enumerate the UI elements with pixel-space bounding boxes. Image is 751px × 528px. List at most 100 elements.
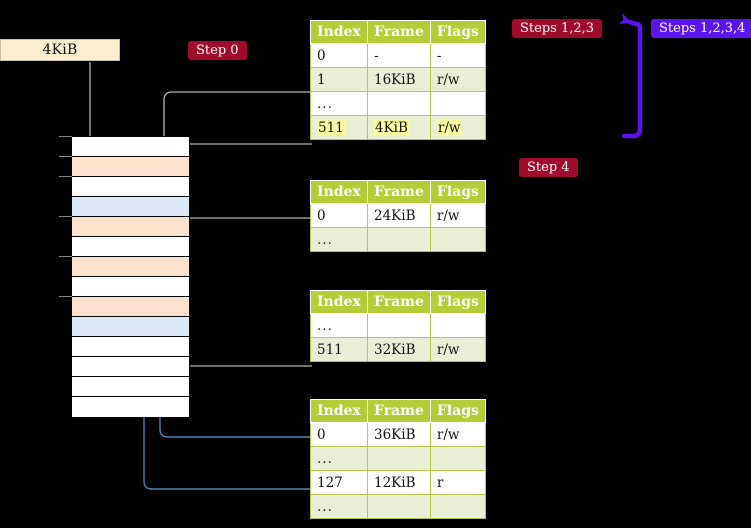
column-header-frame: Frame (367, 20, 431, 44)
memory-tick (59, 256, 72, 257)
column-header-frame: Frame (367, 290, 431, 314)
memory-frame-row (72, 377, 189, 397)
memory-frame-row (72, 337, 189, 357)
cell-flags: r/w (429, 115, 486, 140)
wire-table1-row0 (179, 217, 312, 350)
column-header-index: Index (310, 290, 368, 314)
cell-frame: - (367, 43, 431, 68)
memory-tick (59, 176, 72, 177)
memory-frame-row (72, 277, 189, 297)
table-header-row: Index Frame Flags (310, 290, 486, 314)
memory-frame-row (72, 317, 189, 337)
column-header-index: Index (310, 20, 368, 44)
cell-flags (429, 494, 486, 519)
column-header-index: Index (310, 180, 368, 204)
cell-index: ... (310, 227, 368, 252)
cell-flags: r (429, 470, 486, 495)
table-row: ... (310, 91, 486, 116)
highlighted-value: r/w (436, 119, 462, 136)
cell-index: 511 (310, 337, 368, 362)
cell-index: 1 (310, 67, 368, 92)
size-label-4kib: 4KiB (0, 39, 120, 61)
cell-flags: r/w (429, 67, 486, 92)
badge-step-0: Step 0 (188, 41, 247, 60)
cell-frame (367, 494, 431, 519)
highlighted-value: 4KiB (374, 119, 409, 136)
badge-steps-1-2-3-4: Steps 1,2,3,4 (651, 19, 751, 38)
table-row: ... (310, 227, 486, 252)
cell-flags: r/w (429, 422, 486, 447)
cell-frame (367, 227, 431, 252)
table-header-row: Index Frame Flags (310, 20, 486, 44)
wire-table0-row511 (175, 143, 312, 160)
table-row: 0-- (310, 43, 486, 68)
table-header-row: Index Frame Flags (310, 399, 486, 423)
cell-frame: 12KiB (367, 470, 431, 495)
physical-memory-column (71, 136, 190, 417)
memory-frame-row (72, 197, 189, 217)
wire-table2-row511 (179, 316, 312, 367)
badge-step-4: Step 4 (519, 158, 578, 177)
cell-frame: 4KiB (367, 115, 431, 140)
memory-frame-row (72, 177, 189, 197)
cell-frame: 32KiB (367, 337, 431, 362)
cell-frame (367, 313, 431, 338)
cell-frame (367, 91, 431, 116)
memory-frame-row (72, 397, 189, 417)
column-header-index: Index (310, 399, 368, 423)
cell-flags (429, 227, 486, 252)
cell-flags: - (429, 43, 486, 68)
cell-flags (429, 91, 486, 116)
memory-frame-row (72, 137, 189, 157)
table-row: 511 4KiB r/w (310, 115, 486, 140)
cell-index: 127 (310, 470, 368, 495)
table-row: ... (310, 446, 486, 471)
column-header-frame: Frame (367, 399, 431, 423)
cell-flags: r/w (429, 203, 486, 228)
cell-index: 0 (310, 203, 368, 228)
table-row: ... (310, 313, 486, 338)
memory-tick (59, 156, 72, 157)
cell-index: ... (310, 446, 368, 471)
cell-index: ... (310, 494, 368, 519)
table-row: ... (310, 494, 486, 519)
table-header-row: Index Frame Flags (310, 180, 486, 204)
memory-tick (59, 296, 72, 297)
cell-frame (367, 446, 431, 471)
memory-frame-row (72, 217, 189, 237)
badge-steps-1-2-3: Steps 1,2,3 (512, 19, 603, 38)
highlighted-value: 511 (317, 119, 345, 136)
column-header-flags: Flags (429, 180, 486, 204)
memory-tick (59, 216, 72, 217)
memory-frame-row (72, 237, 189, 257)
cell-frame: 16KiB (367, 67, 431, 92)
cell-frame: 24KiB (367, 203, 431, 228)
cell-flags: r/w (429, 337, 486, 362)
cell-index: 511 (310, 115, 368, 140)
cell-index: ... (310, 91, 368, 116)
purple-bracket-arrow (618, 13, 643, 139)
cell-flags (429, 313, 486, 338)
column-header-frame: Frame (367, 180, 431, 204)
cell-index: ... (310, 313, 368, 338)
memory-frame-row (72, 257, 189, 277)
cell-index: 0 (310, 43, 368, 68)
memory-frame-row (72, 357, 189, 377)
memory-frame-row (72, 297, 189, 317)
column-header-flags: Flags (429, 290, 486, 314)
size-label-text: 4KiB (42, 42, 78, 58)
